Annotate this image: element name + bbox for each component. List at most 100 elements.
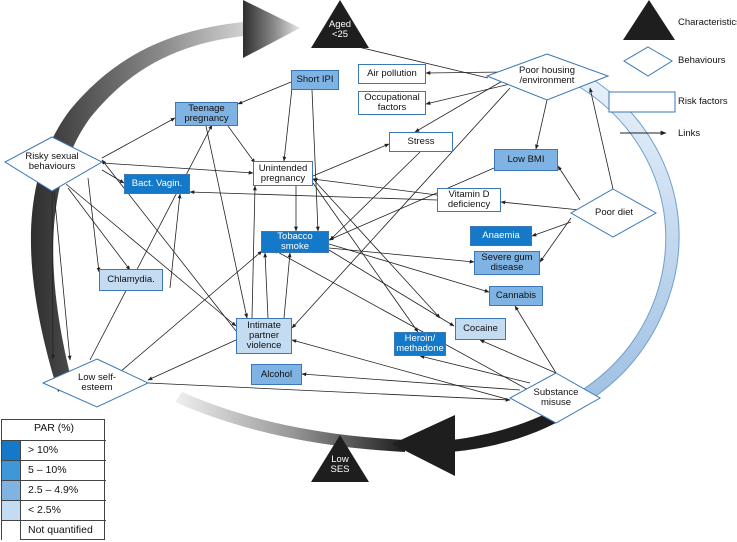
cocaine-box: Cocaine: [455, 318, 506, 340]
link-arrow: [328, 249, 455, 327]
link-arrow: [329, 151, 421, 241]
link-arrow: [65, 183, 237, 327]
heroin-methadone-box: Heroin/ methadone: [394, 332, 446, 356]
poor-diet-label: Poor diet: [594, 207, 634, 218]
link-arrow: [101, 117, 176, 159]
link-arrow: [169, 193, 182, 289]
link-arrow: [312, 178, 441, 319]
par-legend-title: PAR (%): [33, 422, 75, 434]
legend-behaviours-diamond: [623, 46, 673, 77]
intimate-partner-violence-box: Intimate partner violence: [236, 318, 292, 354]
link-arrow: [189, 190, 438, 201]
gum-disease-box: Severe gum disease: [474, 251, 540, 275]
link-arrow: [89, 124, 213, 361]
par-row-label: 2.5 – 4.9%: [28, 484, 79, 496]
unintended-pregnancy-box: Unintended pregnancy: [253, 161, 313, 186]
link-arrow: [67, 187, 131, 271]
link-arrow: [301, 372, 521, 391]
par-row-label: > 10%: [28, 444, 59, 456]
par-legend: PAR (%) > 10% 5 – 10% 2.5 – 4.9% < 2.5% …: [1, 419, 106, 540]
link-arrow: [291, 339, 511, 401]
legend-risk-factors-box: [608, 91, 676, 113]
legend-risk-factors-label: Risk factors: [678, 96, 728, 107]
link-arrow: [147, 339, 237, 381]
air-pollution-box: Air pollution: [358, 64, 426, 84]
cycle-arrows: [30, 0, 680, 476]
anaemia-box: Anaemia: [470, 226, 532, 246]
legend-characteristics-label: Characteristics: [678, 17, 737, 28]
low-self-esteem-diamond: [41, 358, 150, 408]
par-swatch: [2, 501, 21, 520]
par-swatch: [2, 461, 21, 480]
link-arrow: [589, 87, 614, 190]
link-arrow: [312, 182, 419, 333]
link-arrow: [419, 355, 531, 384]
par-row: Not quantified: [2, 520, 106, 540]
link-arrow: [535, 99, 548, 150]
link-arrow: [414, 79, 505, 133]
substance-misuse-diamond: [508, 372, 602, 424]
risky-sexual-label: Risky sexual behaviours: [25, 151, 79, 172]
teenage-pregnancy-box: Teenage pregnancy: [175, 102, 238, 126]
low-bmi-box: Low BMI: [494, 149, 558, 171]
par-swatch: [2, 481, 21, 500]
link-arrow: [328, 167, 495, 241]
legend-characteristics-triangle: [623, 0, 675, 40]
tobacco-smoke-box: Tobacco smoke: [261, 231, 329, 253]
low-ses-label: Low SES: [330, 454, 350, 475]
legend-behaviours-label: Behaviours: [678, 55, 726, 66]
risky-sexual-diamond: [3, 136, 104, 192]
aged-label: Aged <25: [328, 19, 352, 40]
link-arrow: [557, 165, 581, 201]
link-arrow: [282, 87, 293, 162]
link-arrow: [227, 125, 256, 164]
par-swatch: [2, 441, 21, 460]
link-arrow: [531, 221, 572, 237]
short-ipi-box: Short IPI: [291, 70, 339, 90]
legend-links-label: Links: [678, 128, 701, 139]
poor-diet-diamond: [569, 188, 658, 238]
link-arrow: [312, 143, 390, 177]
links-layer: [51, 39, 614, 402]
low-self-esteem-label: Low self- esteem: [77, 372, 116, 393]
link-arrow: [87, 177, 101, 273]
occupational-factors-box: Occupational factors: [358, 91, 426, 115]
link-arrow: [311, 89, 320, 232]
vitamin-d-box: Vitamin D deficiency: [437, 188, 501, 212]
link-arrow: [514, 305, 557, 374]
bact-vagin-box: Bact. Vagin.: [124, 174, 190, 194]
poor-housing-diamond: [485, 53, 610, 101]
link-arrow: [205, 125, 248, 319]
link-arrow: [500, 200, 581, 211]
cannabis-box: Cannabis: [489, 286, 543, 306]
stress-box: Stress: [389, 132, 453, 152]
aged-triangle: [311, 0, 369, 48]
substance-misuse-label: Substance misuse: [533, 387, 579, 408]
link-arrow: [251, 185, 257, 319]
link-arrow: [291, 87, 511, 329]
link-arrow: [328, 247, 475, 264]
poor-housing-label: Poor housing /environment: [519, 65, 575, 86]
link-arrow: [328, 243, 490, 293]
link-arrow: [53, 190, 72, 361]
par-row-label: Not quantified: [28, 524, 93, 536]
low-ses-triangle: [311, 435, 369, 482]
par-row-label: < 2.5%: [28, 504, 61, 516]
par-row: 2.5 – 4.9%: [2, 480, 106, 500]
link-arrow: [101, 162, 254, 175]
par-row: < 2.5%: [2, 500, 106, 520]
link-arrow: [425, 83, 511, 105]
par-row: 5 – 10%: [2, 460, 106, 480]
link-arrow: [283, 252, 292, 319]
link-arrow: [51, 190, 55, 360]
link-arrow: [147, 382, 511, 402]
link-arrow: [263, 252, 269, 319]
link-arrow: [237, 81, 292, 105]
link-arrow: [539, 217, 572, 263]
link-arrow: [119, 250, 263, 373]
link-arrow: [273, 249, 544, 399]
link-arrow: [101, 169, 125, 184]
link-arrow: [312, 177, 438, 196]
par-swatch: [2, 521, 21, 540]
